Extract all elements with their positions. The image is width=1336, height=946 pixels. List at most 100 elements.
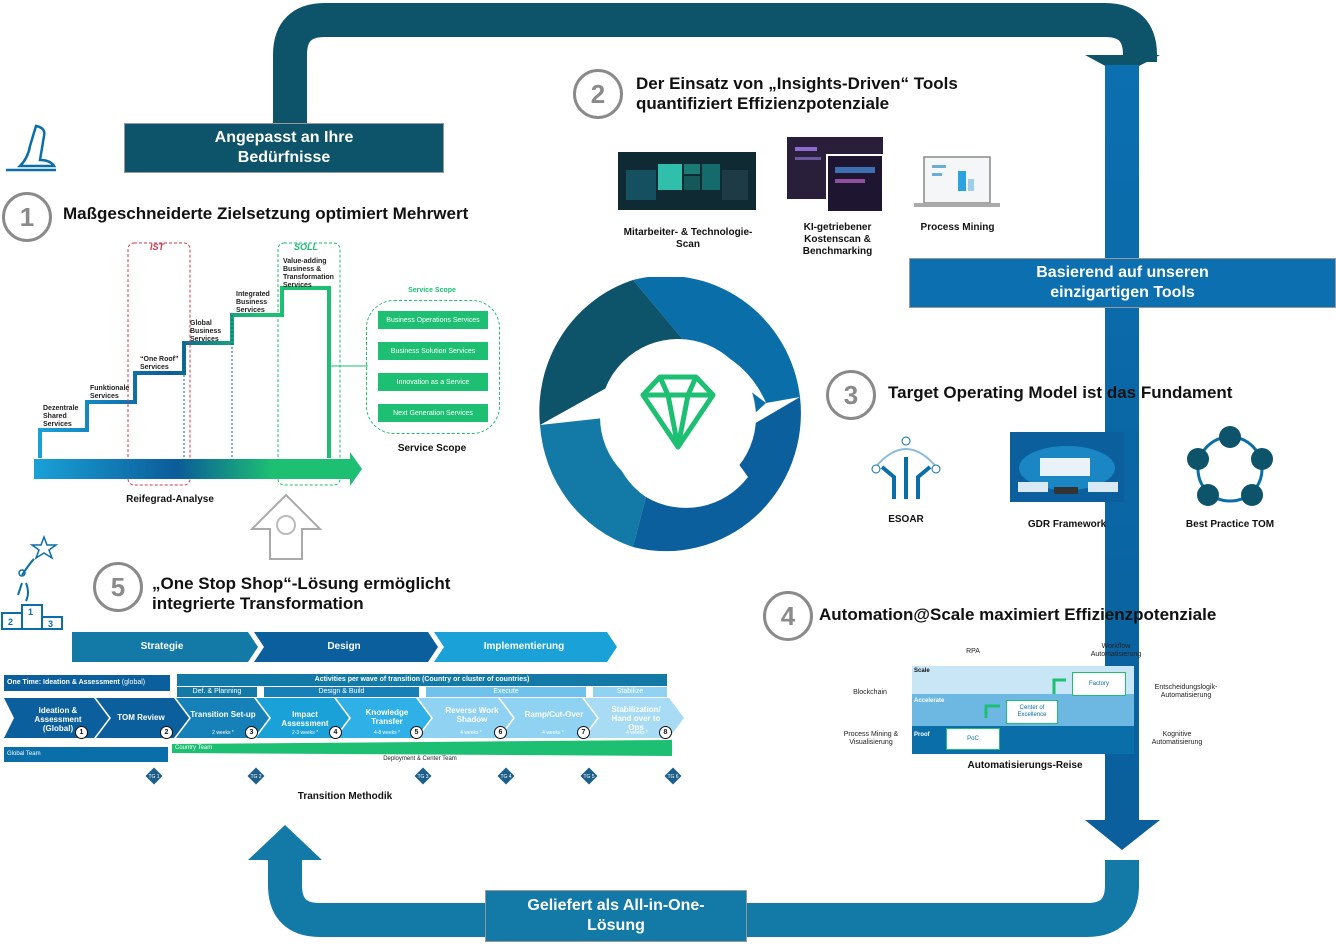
banner-tailored-text: Angepasst an Ihre Bedürfnisse: [214, 129, 354, 166]
gate-4-label: TG 4: [500, 774, 512, 780]
section-5-title: „One Stop Shop“-Lösung ermöglicht integr…: [152, 574, 451, 613]
svg-text:2: 2: [8, 617, 13, 627]
esoar-icon: [871, 436, 941, 499]
phase-implementierung: Implementierung: [483, 641, 565, 652]
process-mining-laptop-thumbnail: [914, 156, 1000, 207]
label-blockchain: Blockchain: [853, 689, 887, 696]
one-time-text: One Time: Ideation & Assessment: [7, 679, 120, 686]
section-3-number: 3: [826, 370, 876, 420]
banner-tools-text: Basierend auf unseren einzigartigen Tool…: [1036, 264, 1209, 301]
scope-business-operations: Business Operations Services: [378, 311, 488, 329]
section-5-number: 5: [93, 562, 143, 612]
step-num-5: 5: [410, 726, 423, 739]
step-label-global-business: Global Business Services: [190, 320, 222, 343]
cost-scan-thumbnail: [787, 137, 883, 212]
service-scope-caption: Service Scope: [397, 443, 467, 454]
section-3-title: Target Operating Model ist das Fundament: [888, 383, 1233, 402]
label-workflow: Workflow Automatisierung: [1090, 643, 1142, 658]
tool-label-cost-scan: KI-getriebener Kostenscan & Benchmarking: [802, 222, 873, 257]
step-label-value-adding: Value-adding Business & Transformation S…: [283, 258, 334, 289]
phase-design: Design: [327, 641, 361, 652]
dur-setup: 2 weeks *: [212, 730, 234, 736]
scope-innovation: Innovation as a Service: [378, 373, 488, 391]
svg-text:1: 1: [28, 607, 33, 617]
step-num-2: 2: [160, 726, 173, 739]
scan-dashboard-thumbnail: [618, 152, 756, 210]
banner-tailored: Angepasst an Ihre Bedürfnisse: [124, 123, 444, 173]
tool-label-process-mining: Process Mining: [920, 222, 995, 233]
maturity-staircase: [34, 242, 368, 486]
tom-label-gdr: GDR Framework: [1027, 519, 1107, 530]
country-team-label: Country Team: [175, 745, 213, 751]
step-ramp-cutover: Ramp/Cut-Over: [524, 710, 584, 719]
step-label-dezentrale: Dezentrale Shared Services: [43, 405, 79, 428]
dur-knowledge: 4-8 weeks *: [373, 730, 401, 736]
step-label-funktionale: Funktionale Services: [90, 385, 130, 400]
svg-text:3: 3: [48, 619, 53, 629]
banner-delivered-text: Geliefert als All-in-One-Lösung: [527, 897, 705, 934]
global-team-bar: Global Team: [4, 747, 168, 762]
dur-stabilization: 4 weeks *: [626, 730, 648, 736]
gate-6-label: TG 6: [667, 774, 679, 780]
label-rpa: RPA: [966, 648, 980, 655]
step-num-4: 4: [329, 726, 342, 739]
scope-business-solution: Business Solution Services: [378, 342, 488, 360]
section-2-title: Der Einsatz von „Insights-Driven“ Tools …: [636, 74, 958, 113]
service-scope-box: [366, 300, 500, 434]
step-label-integrated: Integrated Business Services: [236, 291, 270, 314]
gate-5-label: TG 5: [583, 774, 595, 780]
level-scale: Scale: [914, 668, 930, 674]
box-poc: PoC: [946, 728, 1000, 750]
step-num-1: 1: [75, 726, 88, 739]
soll-label: SOLL: [294, 242, 318, 252]
step-num-8: 8: [659, 726, 672, 739]
level-proof: Proof: [914, 732, 930, 738]
step-ideation: Ideation & Assessment (Global): [34, 706, 82, 733]
dur-ramp: 4 weeks *: [542, 730, 564, 736]
level-accelerate: Accelerate: [914, 698, 945, 704]
activities-header: Activities per wave of transition (Count…: [177, 674, 667, 686]
subphase-stabilize: Stabilize: [593, 687, 667, 697]
gate-3-label: TG 3: [417, 774, 429, 780]
maturity-caption: Reifegrad-Analyse: [126, 494, 214, 505]
dur-reverse: 4 weeks *: [460, 730, 482, 736]
section-1-number: 1: [2, 192, 52, 242]
section-1-title: Maßgeschneiderte Zielsetzung optimiert M…: [63, 204, 469, 223]
step-num-7: 7: [577, 726, 590, 739]
tom-label-esoar: ESOAR: [888, 514, 924, 525]
label-process-mining: Process Mining & Visualisierung: [843, 731, 899, 746]
step-impact-assessment: Impact Assessment: [281, 710, 329, 728]
dur-impact: 2-3 weeks *: [291, 730, 319, 736]
box-center-of-excellence: Center of Excellence: [1006, 700, 1058, 724]
ist-label: IST: [150, 242, 165, 252]
gate-2-label: TG 2: [250, 774, 262, 780]
transition-caption: Transition Methodik: [297, 791, 393, 802]
step-stabilization: Stabilization/ Hand over to Ops: [611, 705, 661, 732]
step-reverse-work-shadow: Reverse Work Shadow: [445, 706, 499, 724]
step-num-3: 3: [245, 726, 258, 739]
deployment-team-label: Deployment & Center Team: [383, 756, 457, 762]
section-4-number: 4: [763, 591, 813, 641]
country-team-wedge: [172, 740, 672, 756]
tool-label-scan: Mitarbeiter- & Technologie-Scan: [623, 227, 753, 250]
label-decision-logic: Entscheidungslogik-Automatisierung: [1154, 684, 1218, 699]
one-time-header: One Time: Ideation & Assessment (global): [4, 675, 170, 691]
step-up-arrows: [984, 678, 1066, 718]
gate-1-label: TG 1: [148, 774, 160, 780]
service-scope-title: Service Scope: [408, 287, 456, 294]
center-donut: [539, 277, 801, 552]
step-transition-setup: Transition Set-up: [190, 710, 256, 719]
ice-skate-icon: [6, 124, 57, 172]
best-practice-tom-icon: [1187, 426, 1273, 506]
banner-delivered: Geliefert als All-in-One-Lösung: [485, 890, 747, 942]
phase-chevrons: [72, 632, 617, 662]
box-factory: Factory: [1072, 672, 1126, 696]
banner-tools: Basierend auf unseren einzigartigen Tool…: [909, 258, 1336, 308]
subphase-def-planning: Def. & Planning: [177, 687, 257, 697]
one-time-suffix: (global): [121, 679, 146, 686]
diamond-icon: [640, 374, 716, 450]
podium-trophy-icon: 1 2 3: [1, 535, 63, 630]
step-num-6: 6: [494, 726, 507, 739]
refresh-up-arrow-icon: [250, 493, 322, 560]
scope-next-generation: Next Generation Services: [378, 404, 488, 422]
